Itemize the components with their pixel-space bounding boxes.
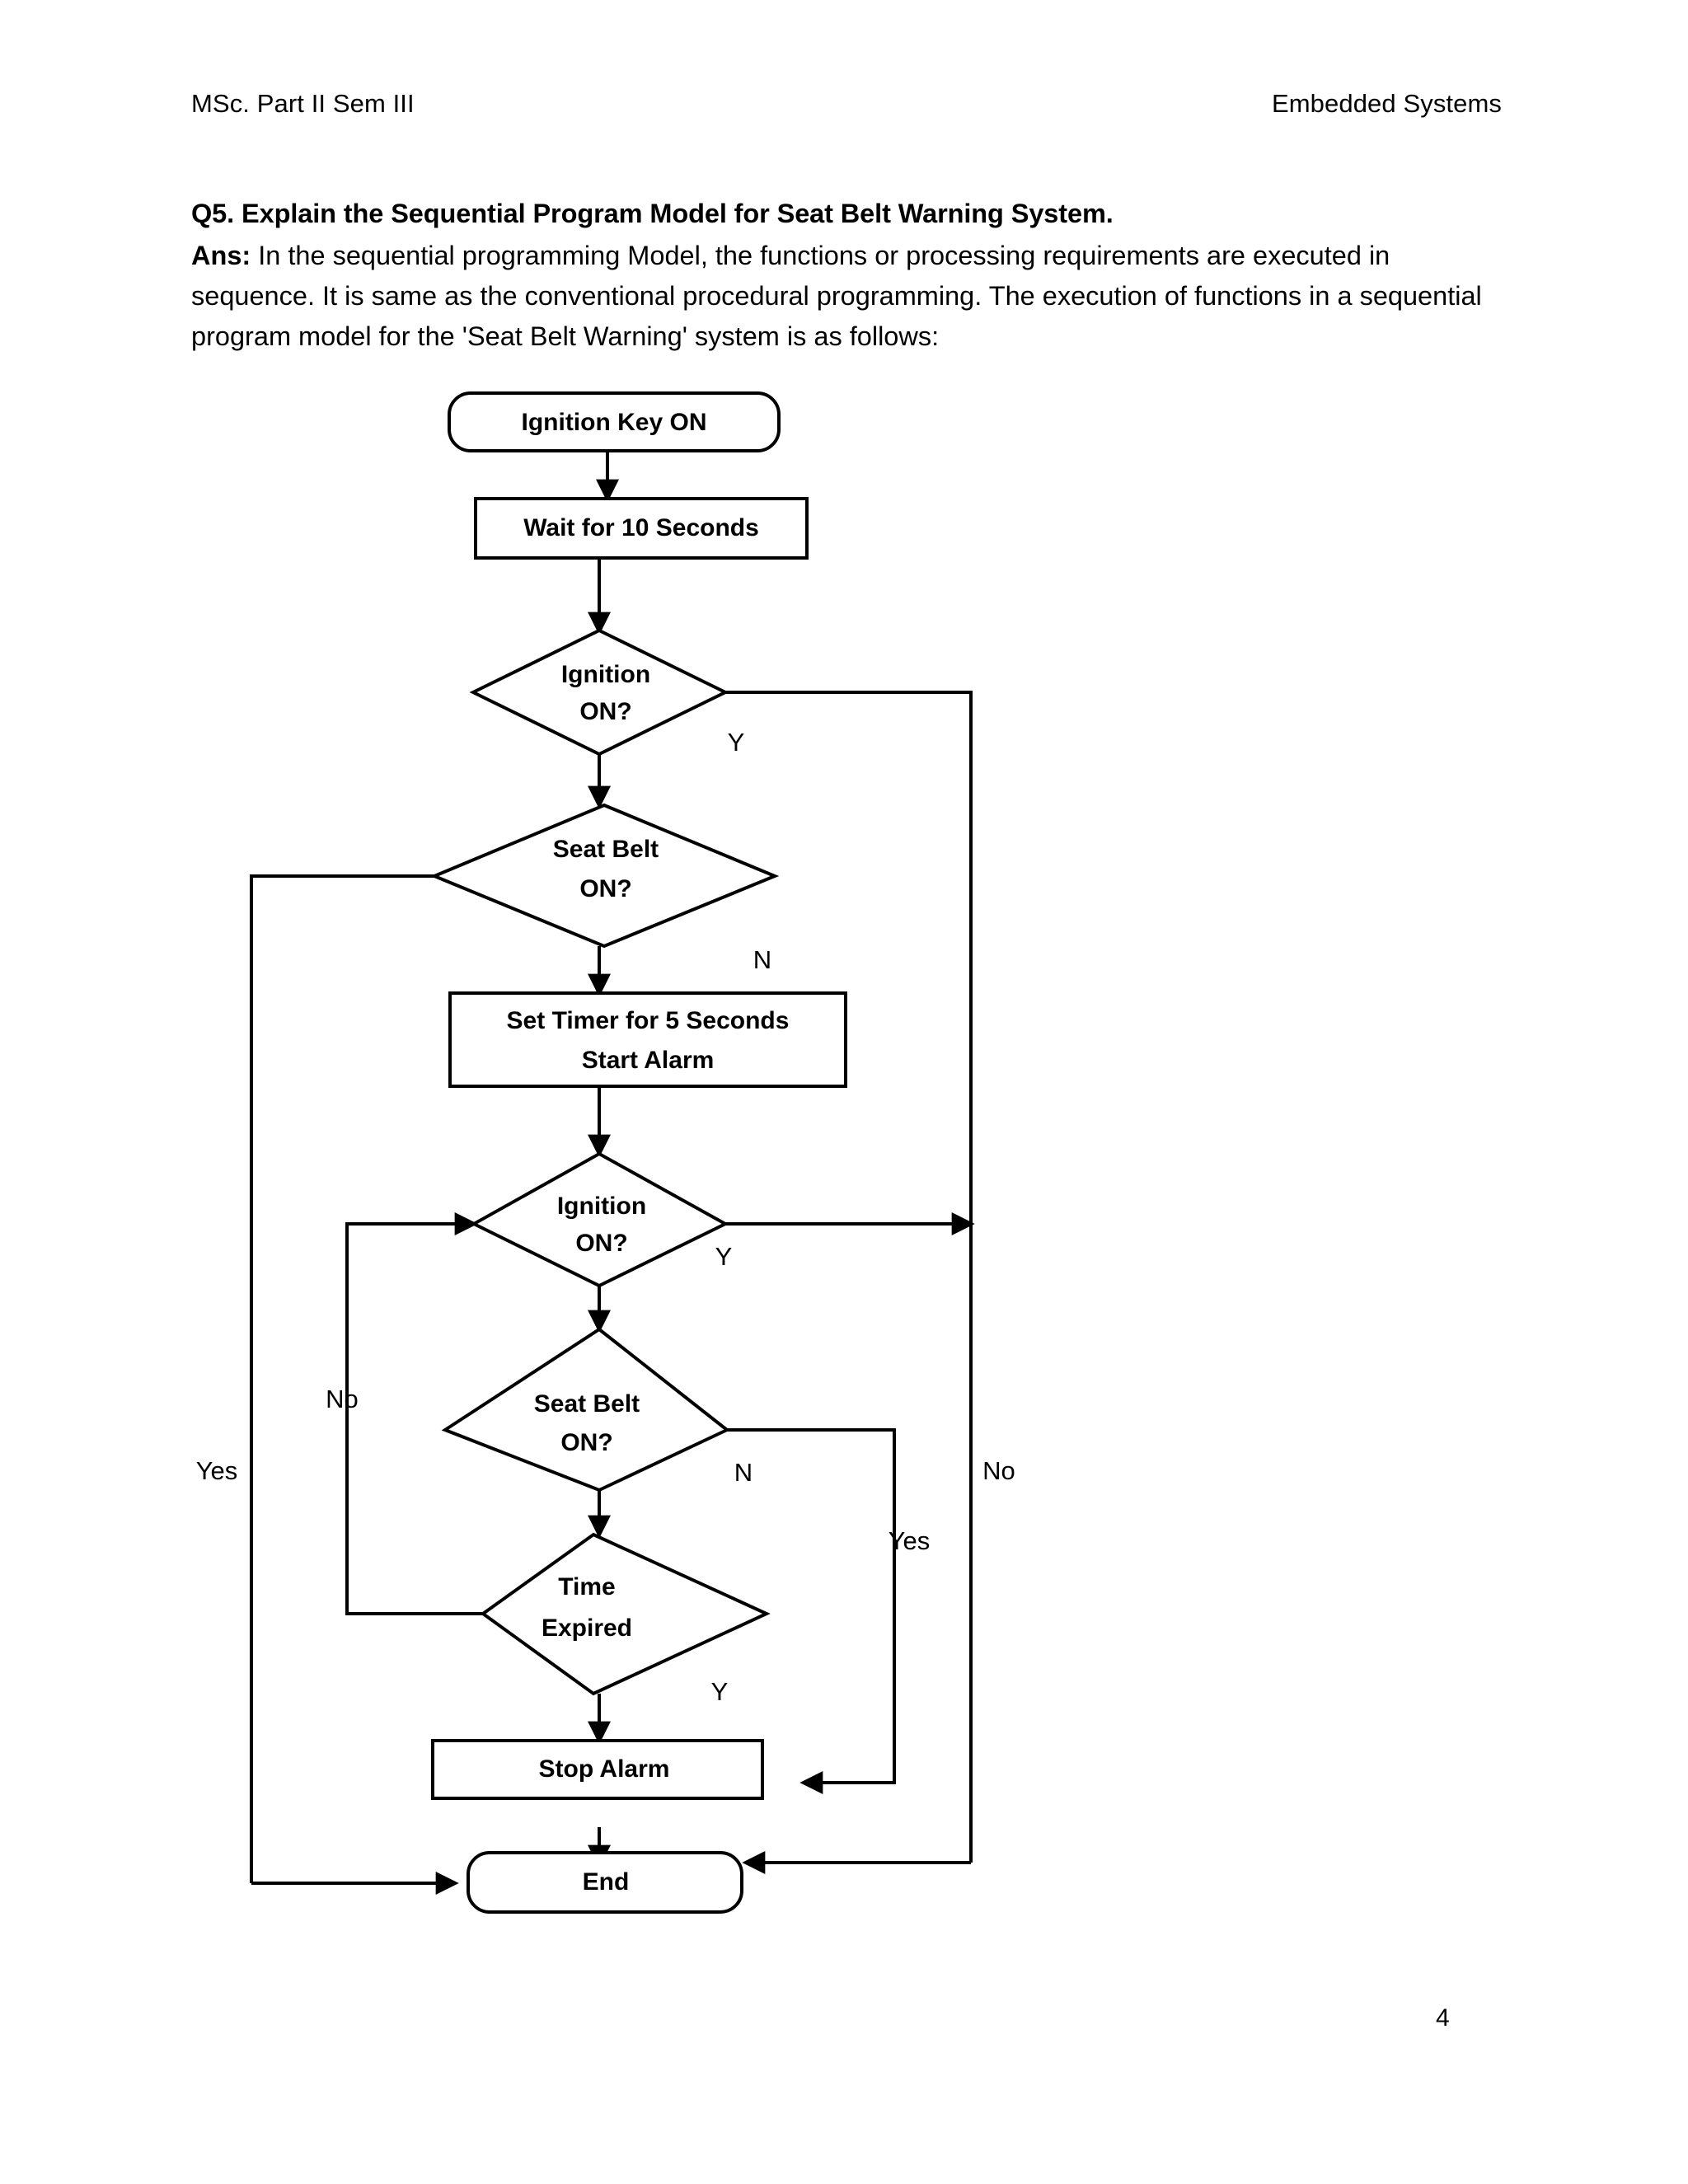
node-set-timer-label-line1: Set Timer for 5 Seconds [507, 1007, 790, 1034]
node-seat-belt-on-2-label-line1: Seat Belt [534, 1390, 640, 1418]
edge-label-seatbelt2-no: N [734, 1458, 753, 1487]
node-set-timer-label-line2: Start Alarm [582, 1047, 715, 1074]
edge-seatbelt2-no-to-stopalarm [727, 1428, 896, 1794]
node-stop-alarm [431, 1739, 764, 1800]
node-time-expired-label-line1: Time [558, 1573, 615, 1601]
node-end [467, 1851, 743, 1914]
node-time-expired [480, 1532, 771, 1696]
edge-label-timeexpired-yes: Y [711, 1677, 729, 1706]
header-course-label: MSc. Part II Sem III [191, 89, 415, 118]
node-end-label: End [583, 1868, 630, 1896]
edge-label-right-outer-no: No [982, 1456, 1015, 1485]
edge-label-ignition1-yes: Y [728, 728, 745, 757]
node-ignition-on-1-label-line1: Ignition [561, 661, 650, 688]
node-ignition-on-2 [470, 1151, 729, 1288]
node-ignition-on-2-label-line2: ON? [575, 1230, 627, 1257]
edge-label-left-inner-no: No [326, 1385, 359, 1413]
node-stop-alarm-label: Stop Alarm [539, 1755, 670, 1783]
node-seat-belt-on-1-label-line2: ON? [579, 875, 631, 902]
node-ignition-key-on-label: Ignition Key ON [522, 409, 707, 436]
edge-label-seatbelt1-no: N [753, 945, 771, 974]
question-answer-block: Q5. Explain the Sequential Program Model… [191, 194, 1510, 357]
node-ignition-on-1 [469, 628, 729, 757]
edge-ignition1-yes-rail [725, 691, 973, 1863]
node-ignition-key-on [448, 391, 781, 452]
node-seat-belt-on-2-label-line2: ON? [560, 1429, 612, 1456]
node-set-timer [448, 991, 847, 1088]
document-header: MSc. Part II Sem III Embedded Systems [191, 89, 1502, 119]
node-time-expired-label-line2: Expired [542, 1615, 632, 1642]
node-wait-10-seconds [474, 497, 809, 560]
node-seat-belt-on-1 [429, 803, 780, 949]
edge-seatbelt1-left-rail [250, 874, 482, 1883]
edge-label-ignition2-yes: Y [715, 1242, 733, 1271]
answer-text: In the sequential programming Model, the… [191, 241, 1482, 351]
question-title: Q5. Explain the Sequential Program Model… [191, 199, 1114, 228]
node-ignition-on-2-label-line1: Ignition [557, 1193, 646, 1220]
answer-label: Ans: [191, 241, 251, 270]
node-wait-10-seconds-label: Wait for 10 Seconds [523, 514, 759, 541]
edge-timeexpired-no-loop [345, 1212, 483, 1615]
edge-label-right-inner-yes: Yes [889, 1526, 931, 1555]
edge-label-left-outer-yes: Yes [196, 1456, 238, 1485]
page-number: 4 [1436, 2004, 1450, 2032]
node-seat-belt-on-2 [441, 1327, 730, 1493]
header-subject-label: Embedded Systems [1271, 89, 1502, 118]
answer-paragraph: Ans: In the sequential programming Model… [191, 236, 1510, 357]
node-ignition-on-1-label-line2: ON? [579, 698, 631, 725]
node-seat-belt-on-1-label-line1: Seat Belt [553, 836, 659, 863]
